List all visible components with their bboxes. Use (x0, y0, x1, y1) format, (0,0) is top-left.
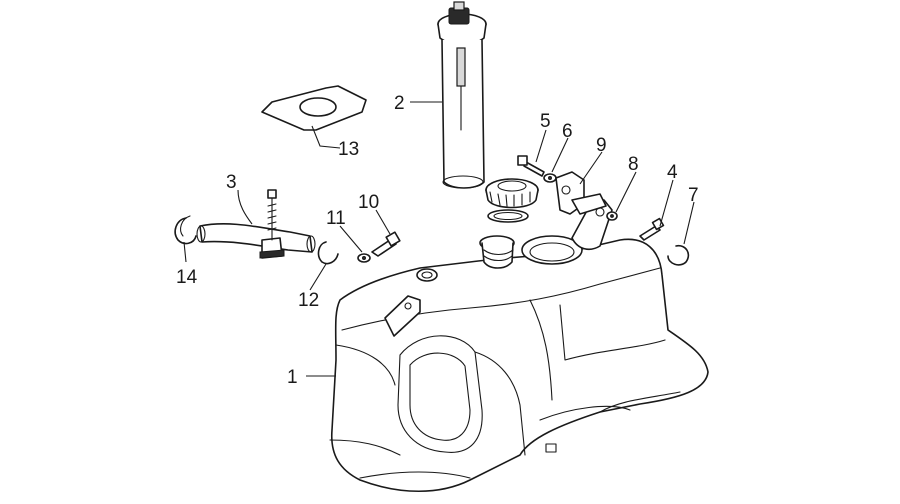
clip-ring-right (317, 241, 339, 265)
bolt-washer-top (517, 155, 557, 183)
callout-8: 8 (628, 154, 639, 175)
callout-2: 2 (394, 93, 405, 114)
clip-ring-left (174, 215, 197, 245)
leader-lines (183, 101, 695, 377)
fuel-hose (196, 189, 316, 259)
callout-13: 13 (338, 139, 359, 160)
callout-6: 6 (562, 121, 573, 142)
fuel-level-sender (437, 1, 487, 189)
callout-14: 14 (176, 267, 198, 288)
callout-11: 11 (326, 208, 346, 229)
bolt-4 (639, 217, 665, 241)
mounting-bracket (555, 171, 607, 215)
callout-5: 5 (540, 111, 551, 132)
gasket-plate (261, 85, 367, 131)
callout-9: 9 (596, 135, 607, 156)
fuel-cap (485, 178, 539, 223)
callout-12: 12 (298, 290, 319, 311)
washer-8 (606, 211, 618, 221)
callout-7: 7 (688, 185, 699, 206)
callout-10: 10 (358, 192, 379, 213)
clip-ring-7 (667, 244, 690, 266)
bolt-washer-assembly (357, 231, 401, 263)
callout-1: 1 (287, 367, 298, 388)
callout-4: 4 (667, 162, 678, 183)
callout-3: 3 (226, 172, 237, 193)
callout-labels: 1 2 3 4 5 6 7 8 9 10 11 12 13 14 (176, 93, 699, 388)
fuel-tank (329, 199, 709, 492)
